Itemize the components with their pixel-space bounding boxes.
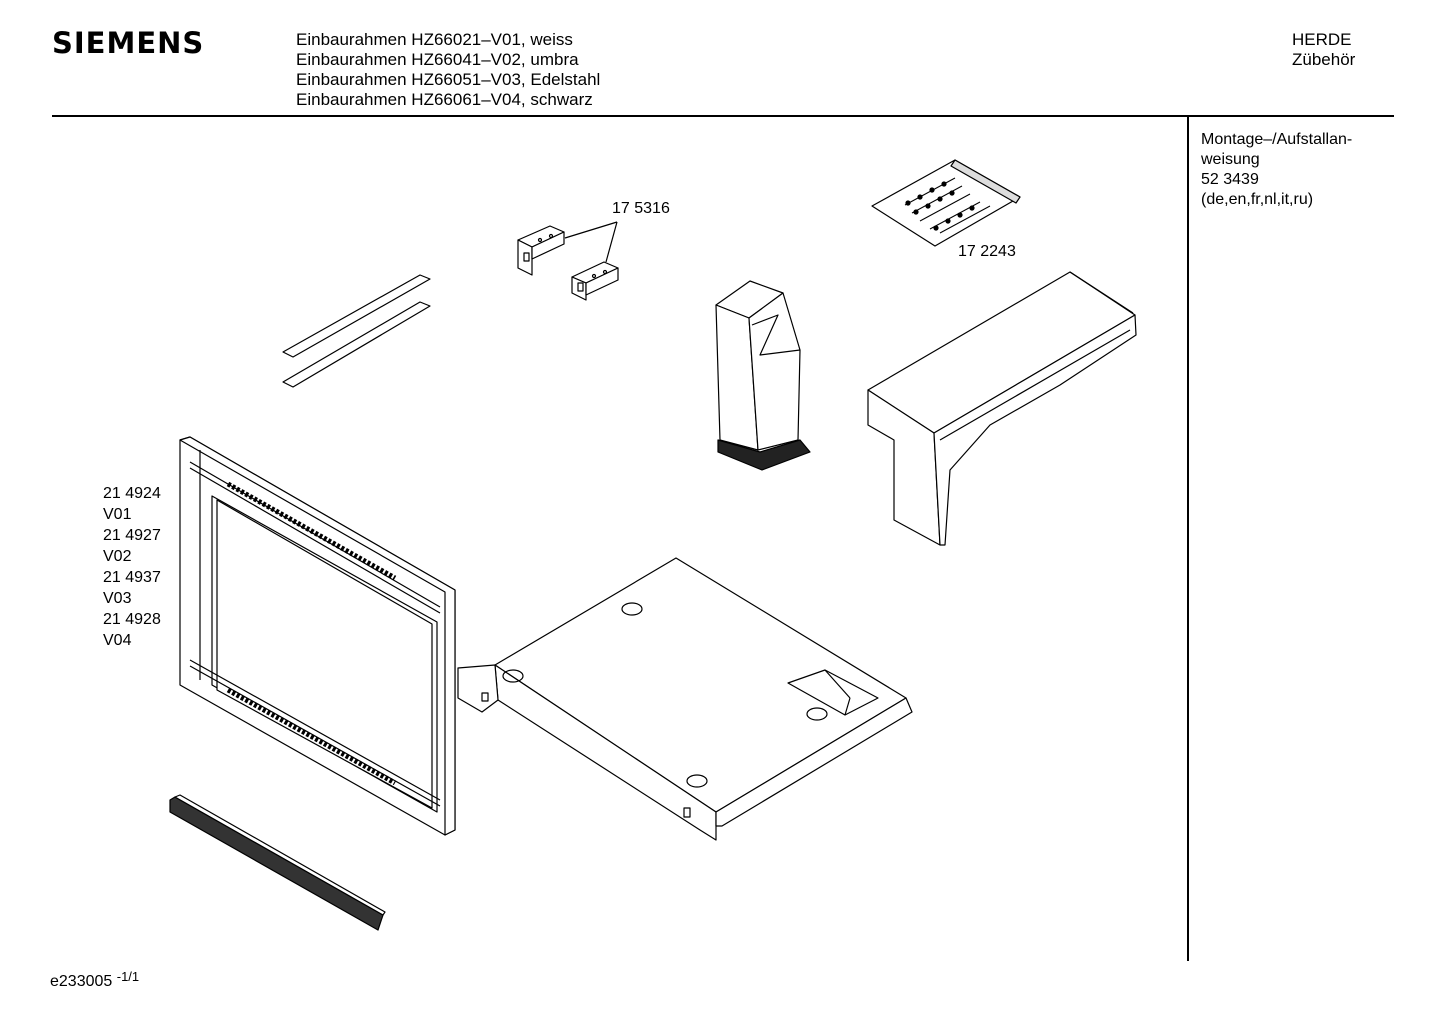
note-line: Montage–/Aufstallan- xyxy=(1201,131,1353,148)
sealing-strip-drawing xyxy=(169,794,386,931)
base-plate-drawing xyxy=(457,557,913,841)
title-line: Einbaurahmen HZ66021–V01, weiss xyxy=(296,30,573,49)
air-duct-drawing xyxy=(715,280,811,471)
part-number-screws-bag: 17 2243 xyxy=(958,243,1016,260)
exploded-parts-diagram xyxy=(169,159,1137,931)
note-line: (de,en,fr,nl,it,ru) xyxy=(1201,191,1314,208)
frame-variant-label: V04 xyxy=(103,632,132,649)
frame-variant-labels: 21 4924 V01 21 4927 V02 21 4937 V03 21 4… xyxy=(103,483,161,651)
note-line: weisung xyxy=(1201,151,1260,168)
header-divider xyxy=(52,115,1394,117)
part-number-brackets: 17 5316 xyxy=(612,200,670,217)
document-id: e233005 xyxy=(50,973,113,990)
category-line: HERDE xyxy=(1292,30,1352,49)
cover-hood-drawing xyxy=(867,271,1137,546)
page-indicator: -1/1 xyxy=(116,969,140,984)
installation-frame-drawing xyxy=(179,436,456,836)
note-line: 52 3439 xyxy=(1201,171,1259,188)
title-line: Einbaurahmen HZ66061–V04, schwarz xyxy=(296,90,593,109)
document-footer: e233005 -1/1 xyxy=(50,969,139,991)
screws-bag-drawing xyxy=(871,159,1021,247)
frame-variant-label: V03 xyxy=(103,590,132,607)
frame-variant-label: 21 4924 xyxy=(103,485,161,502)
product-category: HERDE Zübehör xyxy=(1292,30,1355,70)
frame-variant-label: 21 4927 xyxy=(103,527,161,544)
installation-instructions-note: Montage–/Aufstallan- weisung 52 3439 (de… xyxy=(1201,130,1391,210)
sidebar-divider xyxy=(1187,116,1189,961)
category-line: Zübehör xyxy=(1292,50,1356,69)
frame-variant-label: 21 4928 xyxy=(103,611,161,628)
siemens-logo: SIEMENS xyxy=(52,26,205,60)
frame-variant-label: 21 4937 xyxy=(103,569,161,586)
document-titles: Einbaurahmen HZ66021–V01, weiss Einbaura… xyxy=(296,30,600,110)
title-line: Einbaurahmen HZ66041–V02, umbra xyxy=(296,50,579,69)
frame-variant-label: V01 xyxy=(103,506,132,523)
title-line: Einbaurahmen HZ66051–V03, Edelstahl xyxy=(296,70,601,89)
trim-strips-drawing xyxy=(282,274,431,388)
mounting-brackets-drawing xyxy=(517,221,619,301)
frame-variant-label: V02 xyxy=(103,548,132,565)
